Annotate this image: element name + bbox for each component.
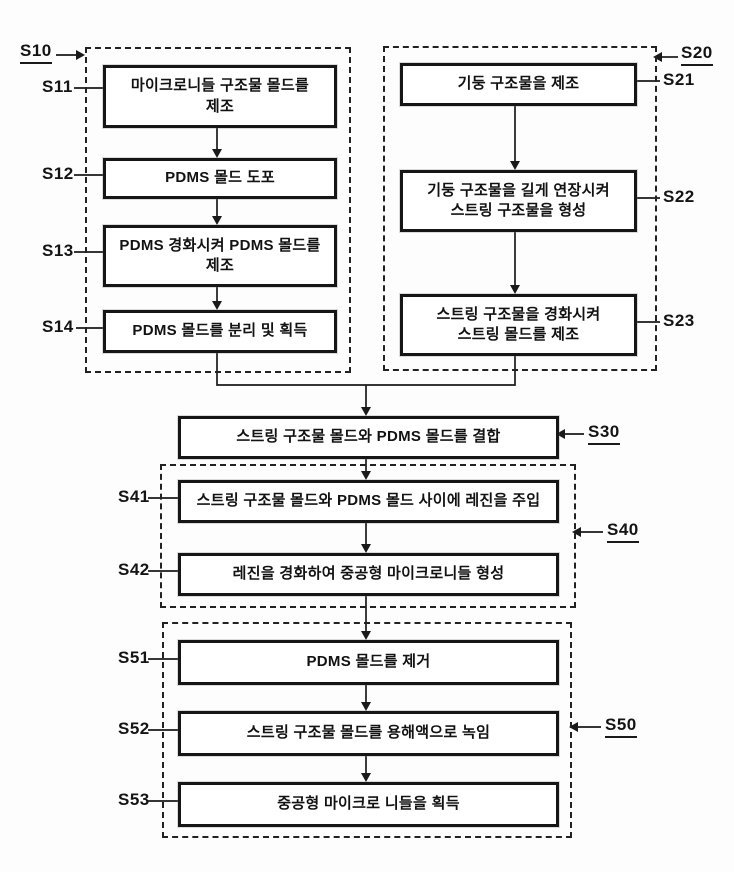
label-s14: S14 [42, 317, 74, 337]
label-text-s50: S50 [605, 715, 637, 738]
step-text-s51: PDMS 몰드를 제거 [306, 653, 431, 671]
label-s53: S53 [118, 790, 150, 810]
pointer-s40 [572, 527, 603, 537]
label-s11: S11 [42, 77, 73, 97]
label-s23: S23 [663, 311, 695, 331]
step-box-s52: 스트링 구조물 몰드를 용해액으로 녹임 [178, 711, 559, 756]
label-text-s13: S13 [42, 241, 74, 260]
label-text-s42: S42 [118, 560, 150, 579]
pointer-s20 [653, 52, 678, 62]
label-s20: S20 [681, 43, 713, 66]
pointer-s10 [56, 50, 85, 60]
label-s21: S21 [663, 70, 695, 90]
label-s40: S40 [607, 520, 639, 543]
step-text-s42: 레진을 경화하여 중공형 마이크로니들 형성 [232, 565, 505, 583]
step-text-s12: PDMS 몰드 도포 [165, 169, 275, 187]
step-text-s21: 기둥 구조물을 제조 [457, 75, 580, 93]
step-box-s14: PDMS 몰드를 분리 및 획득 [103, 310, 337, 353]
step-box-s21: 기둥 구조물을 제조 [400, 63, 637, 106]
step-box-s11: 마이크로니들 구조물 몰드를 제조 [103, 65, 337, 128]
step-box-s53: 중공형 마이크로 니들을 획득 [178, 782, 559, 827]
step-text-s52: 스트링 구조물 몰드를 용해액으로 녹임 [246, 724, 491, 742]
label-s30: S30 [588, 422, 620, 445]
step-text-s22: 기둥 구조물을 길게 연장시켜 스트링 구조물을 형성 [427, 181, 610, 219]
pointer-s30 [556, 429, 584, 439]
group-frame-s50 [162, 622, 572, 838]
label-s42: S42 [118, 560, 150, 580]
arrow-s22-to-s23 [510, 226, 520, 294]
label-text-s10: S10 [20, 41, 52, 64]
step-text-s30: 스트링 구조물 몰드와 PDMS 몰드를 결합 [236, 428, 501, 446]
label-s51: S51 [118, 648, 150, 668]
label-text-s23: S23 [663, 311, 695, 330]
label-text-s30: S30 [588, 422, 620, 445]
label-text-s21: S21 [663, 70, 695, 89]
step-text-s41: 스트링 구조물 몰드와 PDMS 몰드 사이에 레진을 주입 [196, 492, 541, 510]
step-box-s51: PDMS 몰드를 제거 [178, 640, 559, 685]
group-frame-s20 [383, 46, 657, 371]
label-text-s11: S11 [42, 77, 73, 96]
merge-connector [216, 347, 516, 416]
step-box-s13: PDMS 경화시켜 PDMS 몰드를 제조 [103, 225, 337, 287]
pointer-s50 [569, 722, 601, 732]
step-text-s14: PDMS 몰드를 분리 및 획득 [132, 322, 308, 340]
label-s52: S52 [118, 719, 150, 739]
label-text-s22: S22 [663, 187, 695, 206]
label-text-s52: S52 [118, 719, 150, 738]
label-text-s51: S51 [118, 648, 150, 667]
label-s13: S13 [42, 241, 74, 261]
label-text-s14: S14 [42, 317, 74, 336]
step-box-s23: 스트링 구조물을 경화시켜 스트링 몰드를 제조 [400, 294, 637, 356]
step-text-s11: 마이크로니들 구조물 몰드를 제조 [130, 77, 310, 115]
label-s10: S10 [20, 41, 52, 64]
group-frame-s40 [160, 464, 576, 608]
label-text-s40: S40 [607, 520, 639, 543]
group-frame-s10 [85, 47, 351, 373]
label-text-s41: S41 [118, 487, 150, 506]
step-box-s42: 레진을 경화하여 중공형 마이크로니들 형성 [178, 553, 559, 596]
step-text-s23: 스트링 구조물을 경화시켜 스트링 몰드를 제조 [436, 305, 601, 343]
label-s12: S12 [42, 164, 74, 184]
label-s50: S50 [605, 715, 637, 738]
arrow-s21-to-s22 [510, 100, 520, 170]
step-box-s22: 기둥 구조물을 길게 연장시켜 스트링 구조물을 형성 [400, 170, 637, 232]
step-box-s41: 스트링 구조물 몰드와 PDMS 몰드 사이에 레진을 주입 [178, 480, 559, 523]
label-s41: S41 [118, 487, 150, 507]
step-text-s53: 중공형 마이크로 니들을 획득 [277, 795, 460, 813]
step-box-s12: PDMS 몰드 도포 [103, 158, 337, 199]
label-text-s20: S20 [681, 43, 713, 66]
step-text-s13: PDMS 경화시켜 PDMS 몰드를 제조 [119, 236, 321, 274]
label-s22: S22 [663, 187, 695, 207]
label-text-s53: S53 [118, 790, 150, 809]
arrow-s42-to-s51 [361, 590, 371, 640]
label-text-s12: S12 [42, 164, 74, 183]
step-box-s30: 스트링 구조물 몰드와 PDMS 몰드를 결합 [178, 416, 559, 459]
